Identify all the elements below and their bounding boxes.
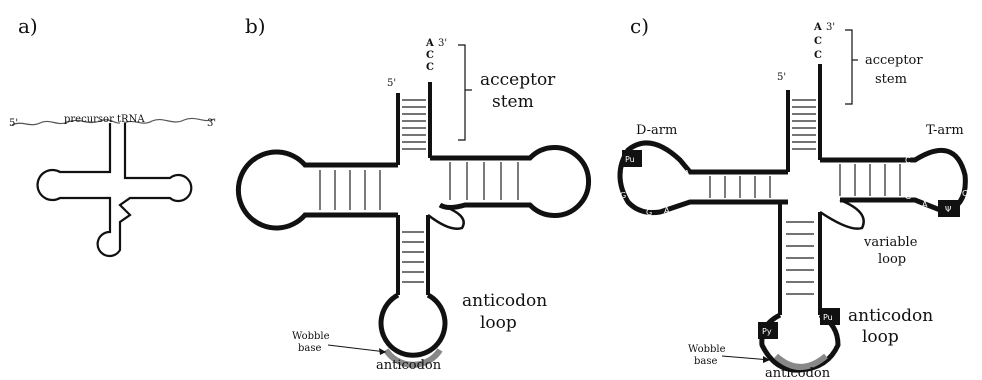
c-nuc-A2: A — [664, 206, 670, 215]
c-nuc-G3: G — [905, 192, 911, 201]
panel-b-letter: b) — [245, 14, 266, 38]
c-base-label: base — [694, 356, 717, 367]
c-anticodon-triplet — [773, 353, 828, 370]
c-acc-A: A — [813, 22, 822, 33]
precursor-strand — [11, 117, 215, 126]
c-psi-box — [938, 200, 960, 217]
b-acc-C2: C — [426, 62, 434, 73]
b-base-label: base — [298, 343, 321, 354]
b-five-prime: 5' — [387, 78, 396, 89]
c-pu-ac-box — [820, 308, 840, 325]
c-psi: Ψ — [945, 205, 951, 214]
ac-base-pairs — [402, 231, 424, 283]
c-nuc-C3: C — [962, 189, 968, 198]
panel-b: b) — [235, 14, 592, 373]
precursor-trna-shape — [36, 123, 193, 258]
b-loop-label: loop — [480, 313, 517, 333]
c-t-arm-base-pairs — [839, 164, 901, 196]
acceptor-base-pairs — [402, 99, 426, 150]
c-variable-loop-label: loop — [878, 252, 906, 267]
c-stem-label: stem — [875, 72, 907, 87]
c-acceptor-label: acceptor — [865, 53, 923, 68]
c-ac-base-pairs — [786, 221, 814, 295]
c-loop-label: loop — [862, 327, 899, 347]
c-acceptor-base-pairs — [792, 99, 816, 150]
b-anticodon-seq: anticodon — [376, 358, 442, 373]
c-five-prime: 5' — [777, 72, 786, 83]
c-py-box — [758, 322, 778, 339]
panel-c: c) Pu Ψ — [617, 14, 968, 380]
c-three-prime: 3' — [826, 22, 835, 33]
c-d-arm-label: D-arm — [636, 123, 677, 138]
panel-a: a) 5' 3' precursor tRNA — [9, 14, 216, 258]
b-acc-A: A — [425, 38, 434, 49]
c-nuc-G1: G — [620, 191, 626, 200]
c-t-arm-label: T-arm — [926, 123, 964, 138]
d-arm-loop — [235, 149, 398, 231]
b-acceptor-bracket — [458, 44, 466, 141]
c-nuc-A1: A — [684, 169, 690, 178]
c-nuc-C1: C — [905, 156, 911, 165]
panel-c-letter: c) — [630, 14, 649, 38]
precursor-label: precursor tRNA — [64, 114, 145, 125]
c-acc-C1: C — [814, 36, 822, 47]
variable-loop — [427, 203, 465, 230]
c-nuc-U: U — [793, 169, 799, 178]
c-d-arm-loop — [617, 140, 788, 215]
panel-a-five-prime: 5' — [9, 118, 18, 129]
b-acc-C1: C — [426, 50, 434, 61]
c-wobble-label: Wobble — [688, 344, 726, 355]
c-variable-label: variable — [863, 235, 918, 250]
anticodon-loop — [378, 292, 448, 358]
c-pu-ac: Pu — [823, 313, 833, 322]
c-anticodon-seq: anticodon — [765, 366, 831, 380]
panel-a-three-prime: 3' — [207, 118, 216, 129]
c-pu-d-box — [622, 150, 642, 167]
c-acceptor-bracket — [845, 29, 853, 105]
d-arm-base-pairs — [319, 170, 381, 210]
b-three-prime: 3' — [438, 38, 447, 49]
c-py: Py — [762, 327, 772, 336]
t-arm-loop — [430, 145, 592, 218]
c-nuc-G2: G — [646, 208, 652, 217]
c-variable-loop — [819, 198, 865, 230]
anticodon-triplet — [383, 348, 443, 368]
b-wobble-label: Wobble — [292, 331, 330, 342]
b-anticodon-label: anticodon — [462, 291, 547, 311]
b-stem-label: stem — [492, 92, 534, 112]
b-acceptor-label: acceptor — [480, 70, 556, 90]
c-acc-C2: C — [814, 50, 822, 61]
c-nuc-A3: A — [922, 200, 928, 209]
c-nuc-C2: C — [905, 175, 911, 184]
c-d-arm-base-pairs — [709, 176, 771, 198]
panel-a-letter: a) — [18, 14, 38, 38]
c-anticodon-label: anticodon — [848, 306, 933, 326]
c-pu-d: Pu — [625, 155, 635, 164]
t-arm-base-pairs — [449, 162, 519, 200]
